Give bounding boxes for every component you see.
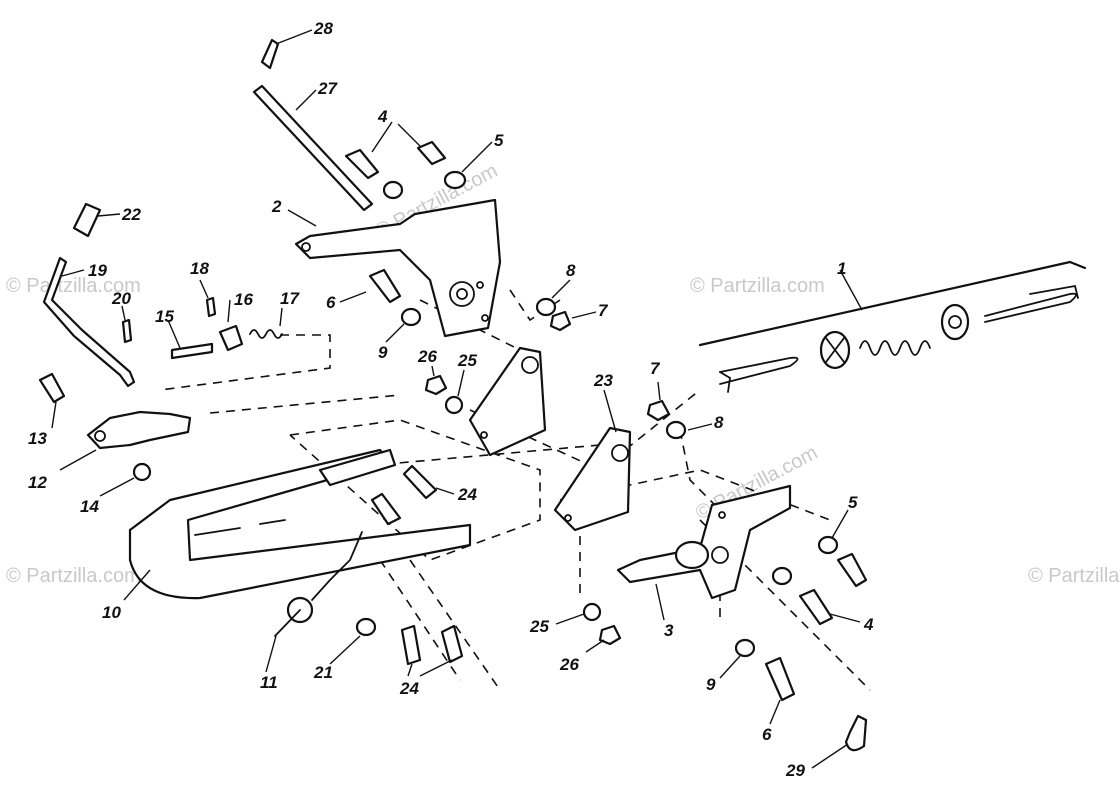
callout-9-left: 9 xyxy=(378,343,388,362)
part-2-upper-bracket xyxy=(294,198,502,338)
part-24-bolt xyxy=(402,464,438,500)
part-4-bolt-right xyxy=(836,552,868,588)
part-9-washer-left xyxy=(400,307,422,327)
callout-6-top: 6 xyxy=(326,293,336,312)
part-4-bolt-top-2 xyxy=(416,140,447,166)
callout-8-top: 8 xyxy=(566,261,576,280)
part-23-side-plates xyxy=(468,346,632,532)
callout-27: 27 xyxy=(317,79,338,98)
part-10-base-plate xyxy=(128,448,472,600)
part-3-lower-bracket xyxy=(616,484,792,600)
part-24-bolt-2 xyxy=(370,492,402,526)
callout-4-top: 4 xyxy=(377,107,388,126)
part-8-nut-top xyxy=(535,297,557,317)
callout-25-top: 25 xyxy=(457,351,477,370)
part-15-pin xyxy=(170,342,214,360)
callout-15: 15 xyxy=(155,307,174,326)
part-9-washer-low xyxy=(734,638,756,658)
callout-5-top: 5 xyxy=(494,131,504,150)
callout-28: 28 xyxy=(313,19,333,38)
callout-13: 13 xyxy=(28,429,47,448)
callout-9-low: 9 xyxy=(706,675,716,694)
watermark-left-low: © Partzilla.com xyxy=(6,565,141,587)
watermark-center: © Partzilla.com xyxy=(690,275,825,297)
callout-26-top: 26 xyxy=(417,347,437,366)
callout-7-right: 7 xyxy=(650,359,661,378)
callout-10: 10 xyxy=(102,603,121,622)
part-11-chain xyxy=(311,531,363,601)
part-6-bolt-top xyxy=(368,268,402,304)
callout-5-right: 5 xyxy=(848,493,858,512)
part-4-bolt-top xyxy=(344,148,380,180)
callout-1: 1 xyxy=(837,259,846,278)
callout-26-low: 26 xyxy=(559,655,579,674)
callout-11: 11 xyxy=(260,673,278,692)
part-1-spring-rod-assembly xyxy=(698,260,1087,393)
part-7-nut-right xyxy=(646,399,671,422)
part-22-grip xyxy=(72,202,102,238)
part-18-pin xyxy=(205,296,217,318)
part-24-bolt-3 xyxy=(400,624,422,666)
part-26-nut-low xyxy=(598,624,622,646)
part-5-washer-top xyxy=(443,170,467,190)
watermark-left: © Partzilla.com xyxy=(6,275,141,297)
part-9-washer-top xyxy=(382,180,404,200)
part-13-bolt xyxy=(38,372,66,404)
part-20-pin xyxy=(121,318,133,344)
part-17-spring xyxy=(249,329,283,339)
part-4-bolt-right-2 xyxy=(798,588,834,626)
callout-23: 23 xyxy=(593,371,613,390)
leader-lines xyxy=(51,29,863,769)
part-25-washer-low xyxy=(582,602,602,622)
callout-17: 17 xyxy=(280,289,300,308)
part-12-latch xyxy=(86,410,192,450)
part-19-handle-rod xyxy=(42,256,136,388)
callout-21: 21 xyxy=(313,663,333,682)
callout-6-low: 6 xyxy=(762,725,772,744)
part-14-nut xyxy=(132,462,152,482)
part-6-bolt-low xyxy=(764,656,796,702)
callout-22: 22 xyxy=(121,205,141,224)
hardware xyxy=(38,140,868,752)
callout-29: 29 xyxy=(785,761,805,780)
part-5-washer-right xyxy=(817,535,839,555)
callout-18: 18 xyxy=(190,259,209,278)
part-21-washer xyxy=(355,617,377,637)
part-27-rod xyxy=(252,84,374,212)
callout-24-top: 24 xyxy=(457,485,477,504)
callout-7-top: 7 xyxy=(598,301,609,320)
callout-12: 12 xyxy=(28,473,47,492)
part-25-washer xyxy=(444,395,464,415)
part-24-bolt-4 xyxy=(440,624,464,664)
callout-25-low: 25 xyxy=(529,617,549,636)
callouts: 28 27 4 5 2 1 8 7 6 9 26 25 23 7 8 18 20… xyxy=(28,19,874,780)
callout-19: 19 xyxy=(88,261,107,280)
part-8-washer-right xyxy=(665,420,687,440)
part-11-pin-shaft xyxy=(274,609,301,637)
part-28-pin xyxy=(260,38,280,70)
callout-16: 16 xyxy=(234,290,253,309)
callout-2: 2 xyxy=(271,197,282,216)
callout-24-low: 24 xyxy=(399,679,419,698)
callout-14: 14 xyxy=(80,497,99,516)
part-9-washer-mid xyxy=(771,566,793,586)
callout-3: 3 xyxy=(664,621,674,640)
watermark-right-low: © Partzilla.com xyxy=(1028,565,1120,587)
part-29-clip xyxy=(844,714,868,752)
part-16-block xyxy=(218,324,244,352)
callout-4-right: 4 xyxy=(863,615,874,634)
callout-8-right: 8 xyxy=(714,413,724,432)
part-7-nut-top xyxy=(549,310,572,332)
part-26-nut xyxy=(424,374,448,396)
callout-20: 20 xyxy=(111,289,131,308)
